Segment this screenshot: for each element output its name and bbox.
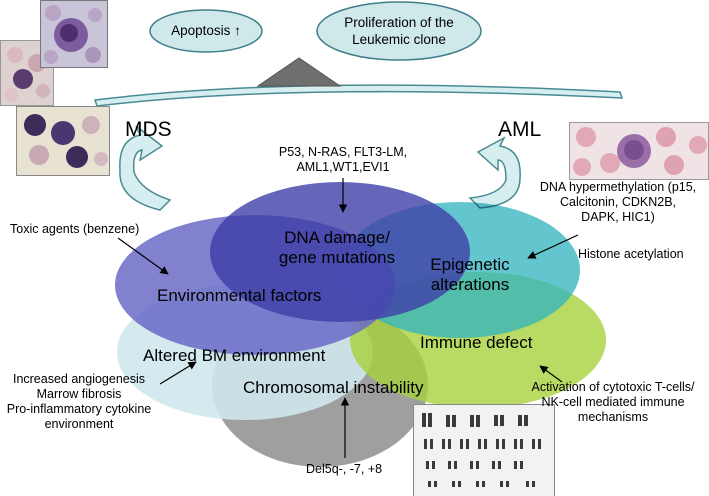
epigenetic-line: Epigenetic bbox=[430, 255, 510, 274]
balance-scale bbox=[93, 57, 624, 107]
venn-circles bbox=[115, 182, 606, 467]
pointer-arrow-icon bbox=[539, 365, 563, 383]
mutations-line: P53, N-RAS, FLT3-LM, bbox=[278, 145, 408, 159]
pointer-arrow-icon bbox=[527, 234, 579, 259]
hypermethylation-line: DNA hypermethylation (p15, bbox=[539, 180, 697, 194]
blood-smear-image bbox=[40, 0, 108, 68]
deletion-annotation: Del5q-, -7, +8 bbox=[306, 462, 383, 476]
dna-damage-circle bbox=[210, 182, 470, 322]
bm-line: Pro-inflammatory cytokine bbox=[6, 402, 152, 416]
mutations-line: AML1,WT1,EVI1 bbox=[296, 160, 390, 174]
chromosomal-instability-label: Chromosomal instability bbox=[243, 378, 424, 397]
fulcrum-icon bbox=[256, 57, 342, 87]
apoptosis-label: Apoptosis ↑ bbox=[171, 23, 241, 38]
immune-defect-label: Immune defect bbox=[420, 333, 533, 352]
immune-line: Activation of cytotoxic T-cells/ bbox=[531, 380, 695, 394]
epigenetic-line: alterations bbox=[430, 275, 510, 294]
hypermethylation-annotation: DNA hypermethylation (p15, Calcitonin, C… bbox=[530, 180, 706, 225]
bm-line: Increased angiogenesis bbox=[12, 372, 146, 386]
karyotype-image bbox=[413, 404, 555, 496]
epigenetic-label: Epigenetic alterations bbox=[415, 255, 525, 295]
bm-line: Marrow fibrosis bbox=[36, 387, 122, 401]
bm-annotation: Increased angiogenesis Marrow fibrosis P… bbox=[0, 372, 158, 432]
mutations-annotation: P53, N-RAS, FLT3-LM, AML1,WT1,EVI1 bbox=[263, 145, 423, 175]
hypermethylation-line: Calcitonin, CDKN2B, bbox=[559, 195, 676, 209]
pointer-arrow-icon bbox=[159, 361, 197, 385]
toxic-agents-annotation: Toxic agents (benzene) bbox=[10, 222, 140, 236]
curved-arrow-icon bbox=[468, 136, 521, 209]
proliferation-label-line: Proliferation of the bbox=[344, 15, 454, 30]
blood-smear-image bbox=[16, 106, 110, 176]
immune-line: NK-cell mediated immune bbox=[541, 395, 685, 409]
environmental-label: Environmental factors bbox=[157, 286, 322, 305]
immune-annotation: Activation of cytotoxic T-cells/ NK-cell… bbox=[518, 380, 708, 425]
blood-smear-image bbox=[0, 40, 54, 106]
bm-environment-label: Altered BM environment bbox=[143, 346, 326, 365]
mds-label: MDS bbox=[125, 118, 172, 141]
balance-beam bbox=[93, 84, 624, 107]
aml-label: AML bbox=[498, 118, 542, 141]
pointer-arrow-icon bbox=[117, 237, 169, 275]
dna-damage-line: DNA damage/ bbox=[284, 228, 390, 247]
curved-arrow-icon bbox=[119, 125, 172, 211]
histone-annotation: Histone acetylation bbox=[578, 247, 684, 261]
proliferation-label-line: Leukemic clone bbox=[352, 32, 446, 47]
hypermethylation-line: DAPK, HIC1) bbox=[581, 210, 655, 224]
apoptosis-bubble bbox=[149, 9, 263, 53]
immune-line: mechanisms bbox=[577, 410, 649, 424]
proliferation-label: Proliferation of the Leukemic clone bbox=[318, 14, 480, 48]
dna-damage-line: gene mutations bbox=[278, 248, 396, 267]
proliferation-bubble bbox=[316, 1, 482, 61]
blood-smear-image bbox=[569, 122, 709, 180]
bm-line: environment bbox=[44, 417, 114, 431]
dna-damage-label: DNA damage/ gene mutations bbox=[262, 228, 412, 268]
